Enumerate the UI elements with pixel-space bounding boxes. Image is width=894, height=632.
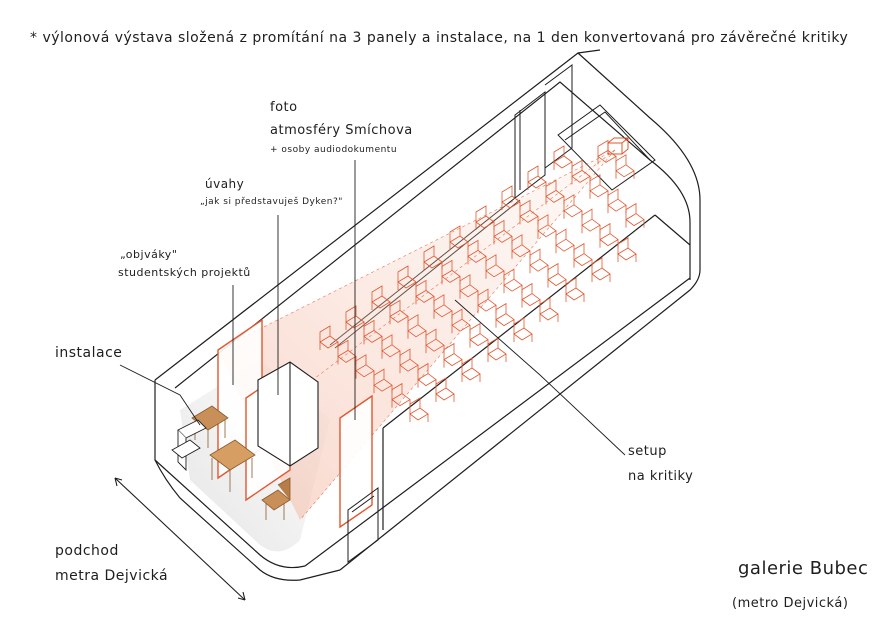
chair	[521, 282, 541, 308]
chair	[547, 262, 567, 288]
chair	[555, 228, 575, 254]
chair	[511, 234, 531, 259]
chair	[435, 377, 455, 402]
chair	[443, 342, 463, 368]
chair	[381, 334, 401, 359]
label-instalace: instalace	[55, 345, 122, 361]
installation-equipment	[171, 419, 207, 472]
chair	[319, 325, 339, 350]
building-outline	[154, 49, 701, 581]
gallery-name: galerie Bubec	[738, 558, 868, 579]
chair	[539, 297, 559, 322]
label-objvaky-sub: studentských projektů	[118, 266, 251, 279]
chair	[597, 139, 617, 165]
chair	[345, 305, 365, 330]
chair	[545, 179, 565, 205]
projector-icon	[607, 137, 630, 155]
chair	[441, 259, 461, 285]
chair	[467, 239, 487, 265]
chair	[607, 188, 627, 214]
chair	[563, 194, 583, 219]
leader-setup	[454, 299, 626, 456]
chair	[475, 205, 495, 230]
chair	[573, 242, 593, 268]
chair	[363, 319, 383, 345]
chair	[451, 308, 471, 334]
annotation-leaders	[119, 160, 626, 456]
chair	[409, 397, 429, 422]
installation-furniture	[191, 405, 291, 520]
chair	[599, 222, 619, 248]
label-setup-line1: setup	[628, 444, 667, 459]
chair	[589, 174, 609, 199]
chair	[529, 248, 549, 274]
chair	[449, 225, 469, 250]
panel-foto	[339, 394, 373, 529]
entrance-door	[347, 487, 379, 563]
chair	[355, 354, 375, 379]
underpass-arrow	[114, 477, 246, 601]
chair	[571, 159, 591, 185]
chair	[469, 322, 489, 348]
chair	[391, 382, 411, 408]
header-note: * výlonová výstava složená z promítání n…	[30, 30, 848, 46]
chair	[537, 214, 557, 239]
chair	[477, 288, 497, 314]
chair	[399, 348, 419, 374]
chair	[425, 328, 445, 354]
chair	[527, 165, 547, 190]
chair	[501, 185, 521, 210]
chair	[459, 274, 479, 299]
chair	[397, 265, 417, 290]
chair	[373, 368, 393, 394]
label-foto-title: foto	[270, 100, 298, 115]
label-podchod-line2: metra Dejvická	[55, 568, 168, 584]
chair	[565, 277, 585, 302]
label-objvaky-title: „objváky"	[120, 248, 177, 261]
chair	[519, 199, 539, 225]
chair	[617, 237, 637, 262]
chair	[553, 145, 573, 170]
label-uvahy-title: úvahy	[205, 177, 244, 191]
chair	[433, 294, 453, 319]
label-foto-subject: atmosféry Smíchova	[270, 123, 413, 138]
chair	[591, 257, 611, 282]
chair	[417, 362, 437, 388]
chair	[493, 219, 513, 245]
chair	[415, 279, 435, 305]
chair	[487, 337, 507, 362]
label-foto-sub: + osoby audiodokumentu	[270, 145, 397, 155]
audience-seating	[319, 139, 645, 422]
chair	[423, 245, 443, 270]
leader-instalace	[119, 364, 201, 426]
label-setup-line2: na kritiky	[628, 469, 693, 484]
chair	[371, 285, 391, 310]
chair	[625, 202, 645, 228]
chair	[581, 208, 601, 234]
chair	[495, 302, 515, 328]
chair	[337, 339, 357, 365]
gallery-location: (metro Dejvická)	[732, 596, 848, 611]
label-podchod-line1: podchod	[55, 543, 119, 559]
chair	[513, 317, 533, 342]
chair	[389, 299, 409, 325]
chair	[485, 254, 505, 279]
chair	[503, 268, 523, 294]
label-uvahy-sub: „jak si představuješ Dyken?"	[200, 196, 343, 207]
chair	[461, 357, 481, 382]
chair	[407, 314, 427, 339]
chair	[615, 154, 635, 179]
central-block	[257, 361, 319, 467]
